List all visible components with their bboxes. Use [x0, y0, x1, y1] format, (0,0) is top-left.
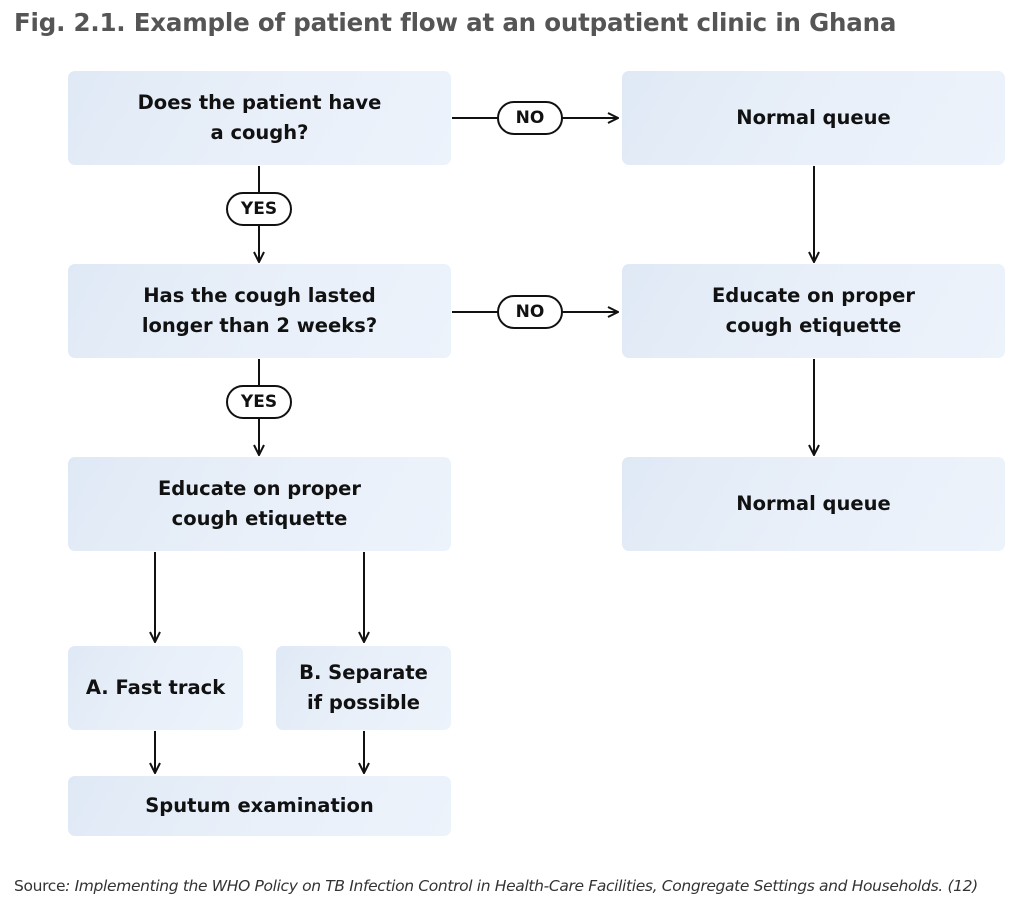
node-text: A. Fast track	[85, 676, 226, 699]
source-note: Source: Implementing the WHO Policy on T…	[14, 877, 978, 895]
edge-label-no-2: NO	[497, 295, 563, 329]
node-sputum-examination: Sputum examination	[68, 776, 451, 836]
node-normal-queue-bottom: Normal queue	[622, 457, 1005, 551]
node-text-line1: Does the patient have	[137, 91, 382, 114]
node-text-line1: Educate on proper	[711, 284, 916, 307]
edge-label-no-1: NO	[497, 101, 563, 135]
figure-title: Fig. 2.1. Example of patient flow at an …	[14, 8, 897, 37]
source-text: : Implementing the WHO Policy on TB Infe…	[65, 877, 978, 895]
node-normal-queue-top: Normal queue	[622, 71, 1005, 165]
node-text-line2: longer than 2 weeks?	[141, 314, 378, 337]
node-text-line1: Has the cough lasted	[143, 284, 376, 307]
node-text: Normal queue	[736, 106, 891, 129]
node-separate-if-possible: B. Separate if possible	[276, 646, 451, 730]
edge-label-yes-1: YES	[226, 192, 292, 226]
node-text-line1: B. Separate	[299, 661, 428, 684]
source-prefix: Source	[14, 877, 66, 895]
node-text-line2: a cough?	[210, 121, 309, 144]
node-text-line2: cough etiquette	[171, 507, 348, 530]
node-educate-cough-etiquette-left: Educate on proper cough etiquette	[68, 457, 451, 551]
node-educate-cough-etiquette-right: Educate on proper cough etiquette	[622, 264, 1005, 358]
edge-label-yes-2: YES	[226, 385, 292, 419]
node-text: Normal queue	[736, 492, 891, 515]
node-text-line2: cough etiquette	[725, 314, 902, 337]
node-text: Sputum examination	[145, 794, 374, 817]
node-text-line2: if possible	[306, 691, 421, 714]
node-fast-track: A. Fast track	[68, 646, 243, 730]
node-does-patient-have-cough: Does the patient have a cough?	[68, 71, 451, 165]
node-text-line1: Educate on proper	[157, 477, 362, 500]
node-cough-longer-than-2-weeks: Has the cough lasted longer than 2 weeks…	[68, 264, 451, 358]
